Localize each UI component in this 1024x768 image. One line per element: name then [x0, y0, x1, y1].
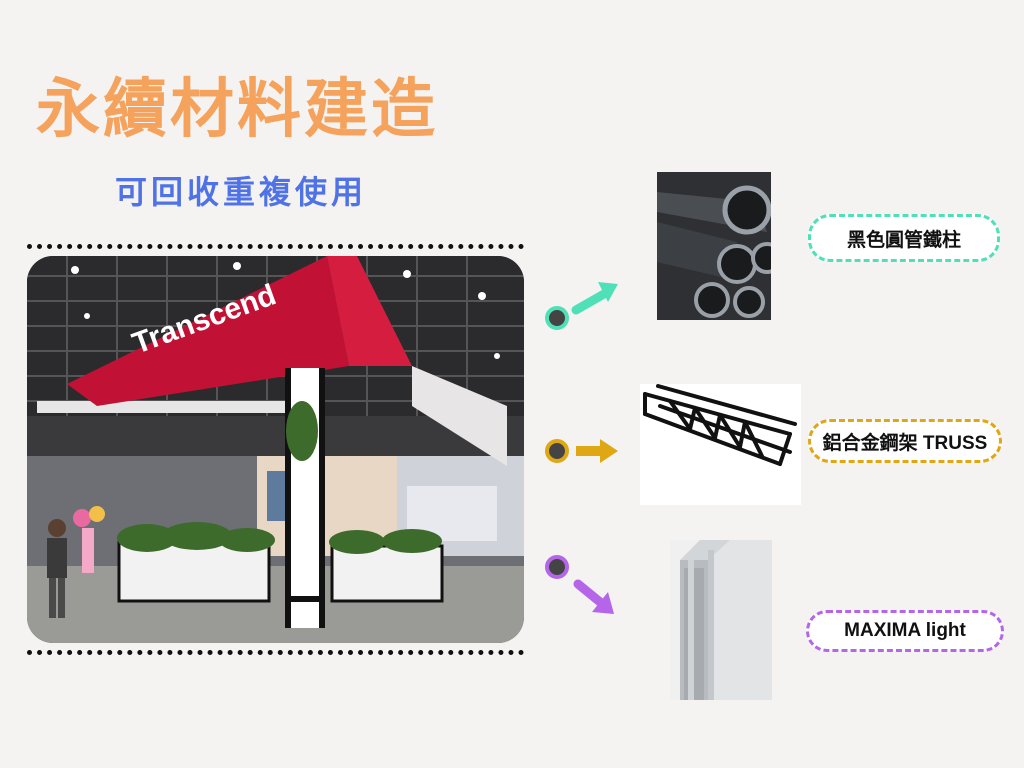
bottom-divider — [27, 650, 524, 655]
arrow-icon-3 — [572, 578, 618, 622]
arrow-icon-1 — [570, 278, 620, 322]
material-tag-truss: 鋁合金鋼架 TRUSS — [808, 419, 1002, 463]
maxima-light-photo — [670, 540, 772, 700]
booth-photo: Transcend — [27, 256, 524, 643]
connector-dot-1 — [544, 305, 570, 335]
material-tag-maxima-light: MAXIMA light — [806, 610, 1004, 652]
arrow-icon-2 — [576, 437, 620, 469]
material-tag-steel-pipe: 黑色圓管鐵柱 — [808, 214, 1000, 262]
connector-dot-3 — [544, 554, 570, 584]
page-title: 永續材料建造 — [36, 73, 438, 147]
steel-pipe-photo — [657, 172, 771, 320]
connector-dot-2 — [544, 438, 570, 468]
page-subtitle: 可回收重複使用 — [115, 173, 368, 211]
truss-photo — [640, 384, 801, 505]
top-divider — [27, 244, 524, 249]
